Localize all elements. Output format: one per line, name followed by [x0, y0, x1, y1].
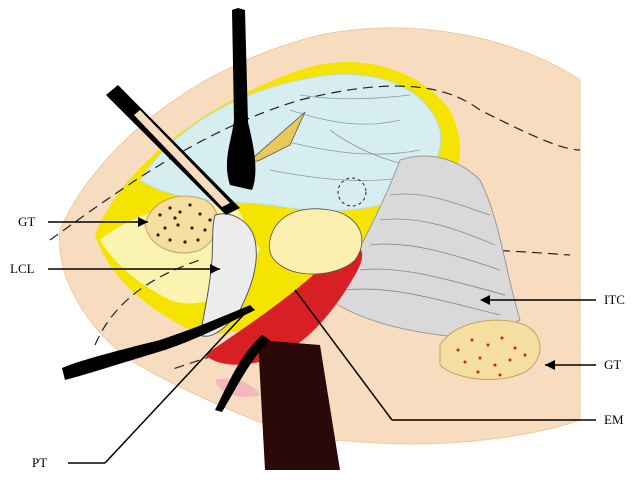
label-lcl: LCL [10, 261, 35, 276]
label-gt-right: GT [604, 357, 621, 372]
label-itc: ITC [604, 292, 625, 307]
label-gt-left: GT [18, 214, 35, 229]
condyle [269, 209, 362, 274]
label-em: EM [604, 412, 624, 427]
label-pt: PT [32, 455, 47, 470]
